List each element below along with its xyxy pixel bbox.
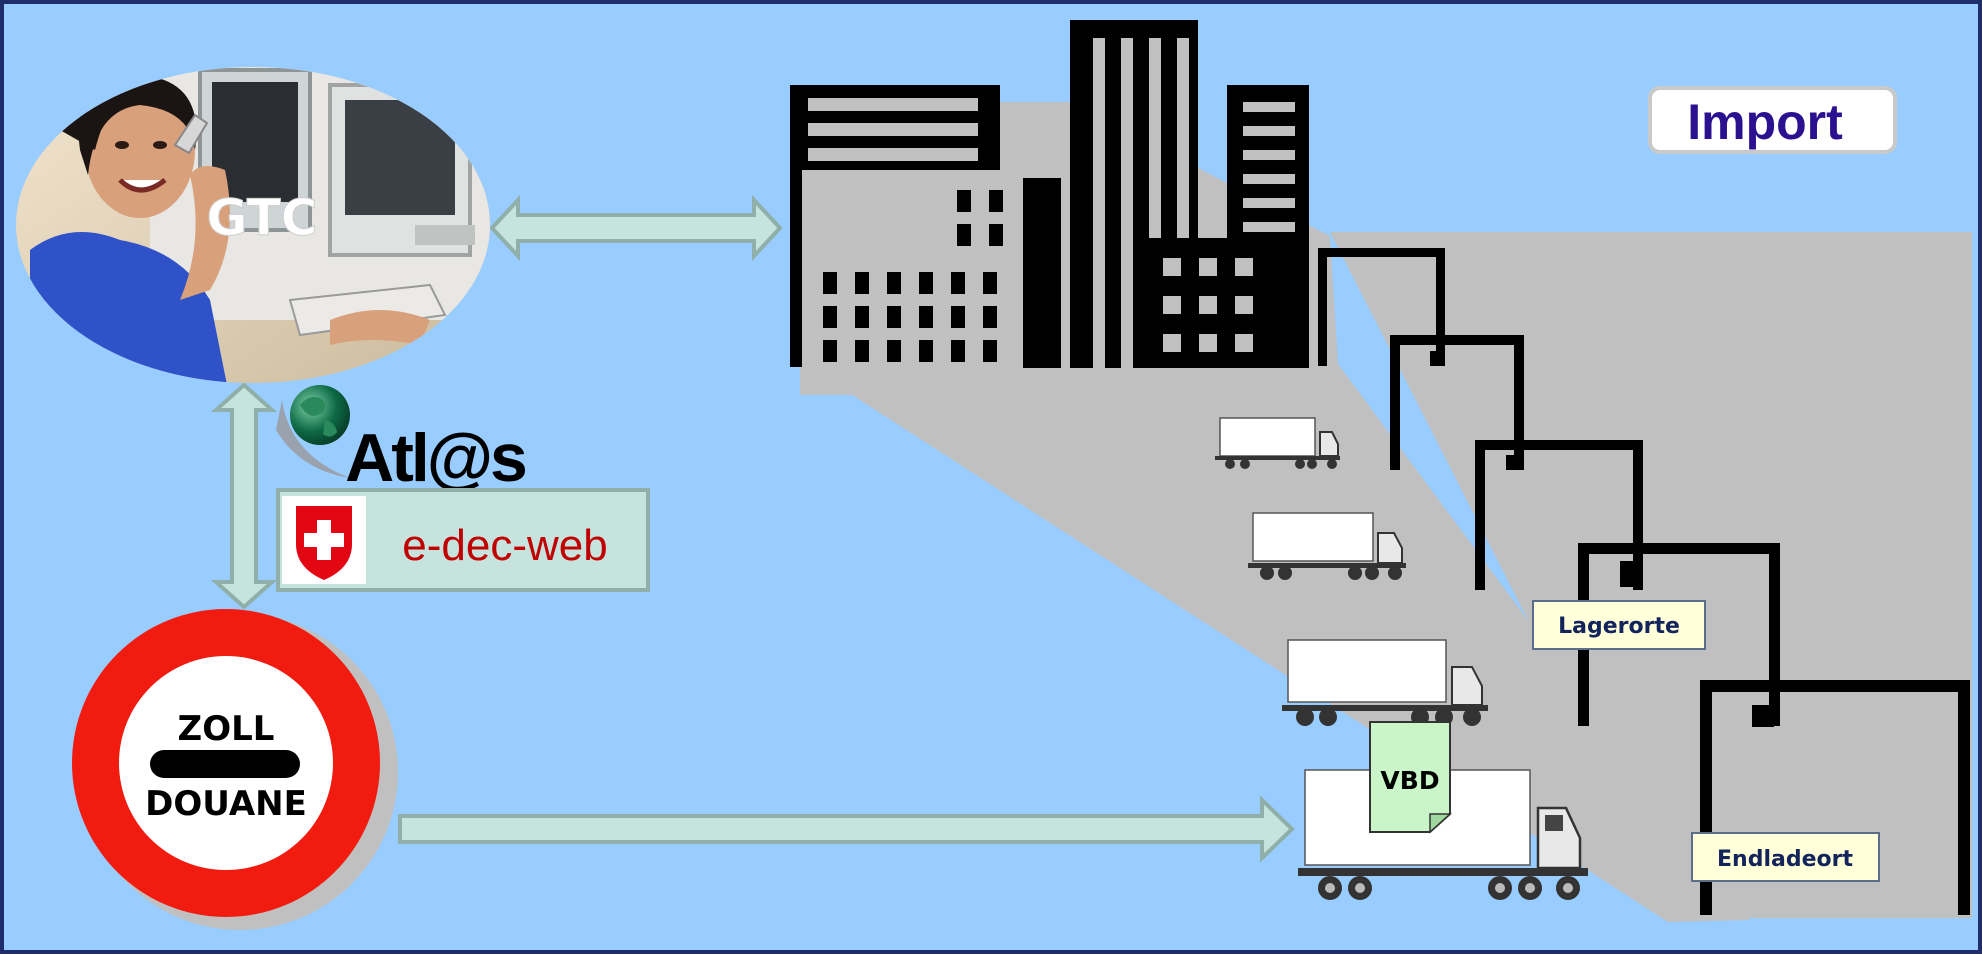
truck-icon (1215, 417, 1340, 469)
gtc-office-worker-image (16, 67, 490, 383)
storage-label: Lagerorte (1532, 600, 1706, 650)
atlas-logo: Atl@s (276, 385, 529, 496)
import-badge: Import (1648, 86, 1897, 154)
gtc-label: GTC (207, 189, 318, 247)
atlas-logo-text: Atl@s (345, 420, 526, 496)
truck-icon (1248, 512, 1406, 580)
customs-sign-top: ZOLL (178, 709, 275, 749)
import-badge-text: Import (1687, 94, 1843, 150)
storage-label-text: Lagerorte (1558, 614, 1680, 639)
e-dec-web-text: e-dec-web (402, 521, 607, 570)
vbd-document-icon: VBD (1369, 721, 1452, 834)
truck-icon (1282, 639, 1488, 726)
customs-sign-bottom: DOUANE (145, 784, 307, 824)
double-arrow-gtc-city (489, 194, 783, 262)
customs-sign-icon: ZOLL DOUANE (72, 609, 398, 930)
destination-label: Endladeort (1691, 832, 1880, 882)
e-dec-web-box: e-dec-web (276, 488, 650, 592)
destination-label-text: Endladeort (1717, 847, 1853, 872)
double-arrow-gtc-customs (210, 382, 278, 610)
vbd-label: VBD (1380, 766, 1439, 795)
arrow-customs-truck (398, 795, 1295, 863)
